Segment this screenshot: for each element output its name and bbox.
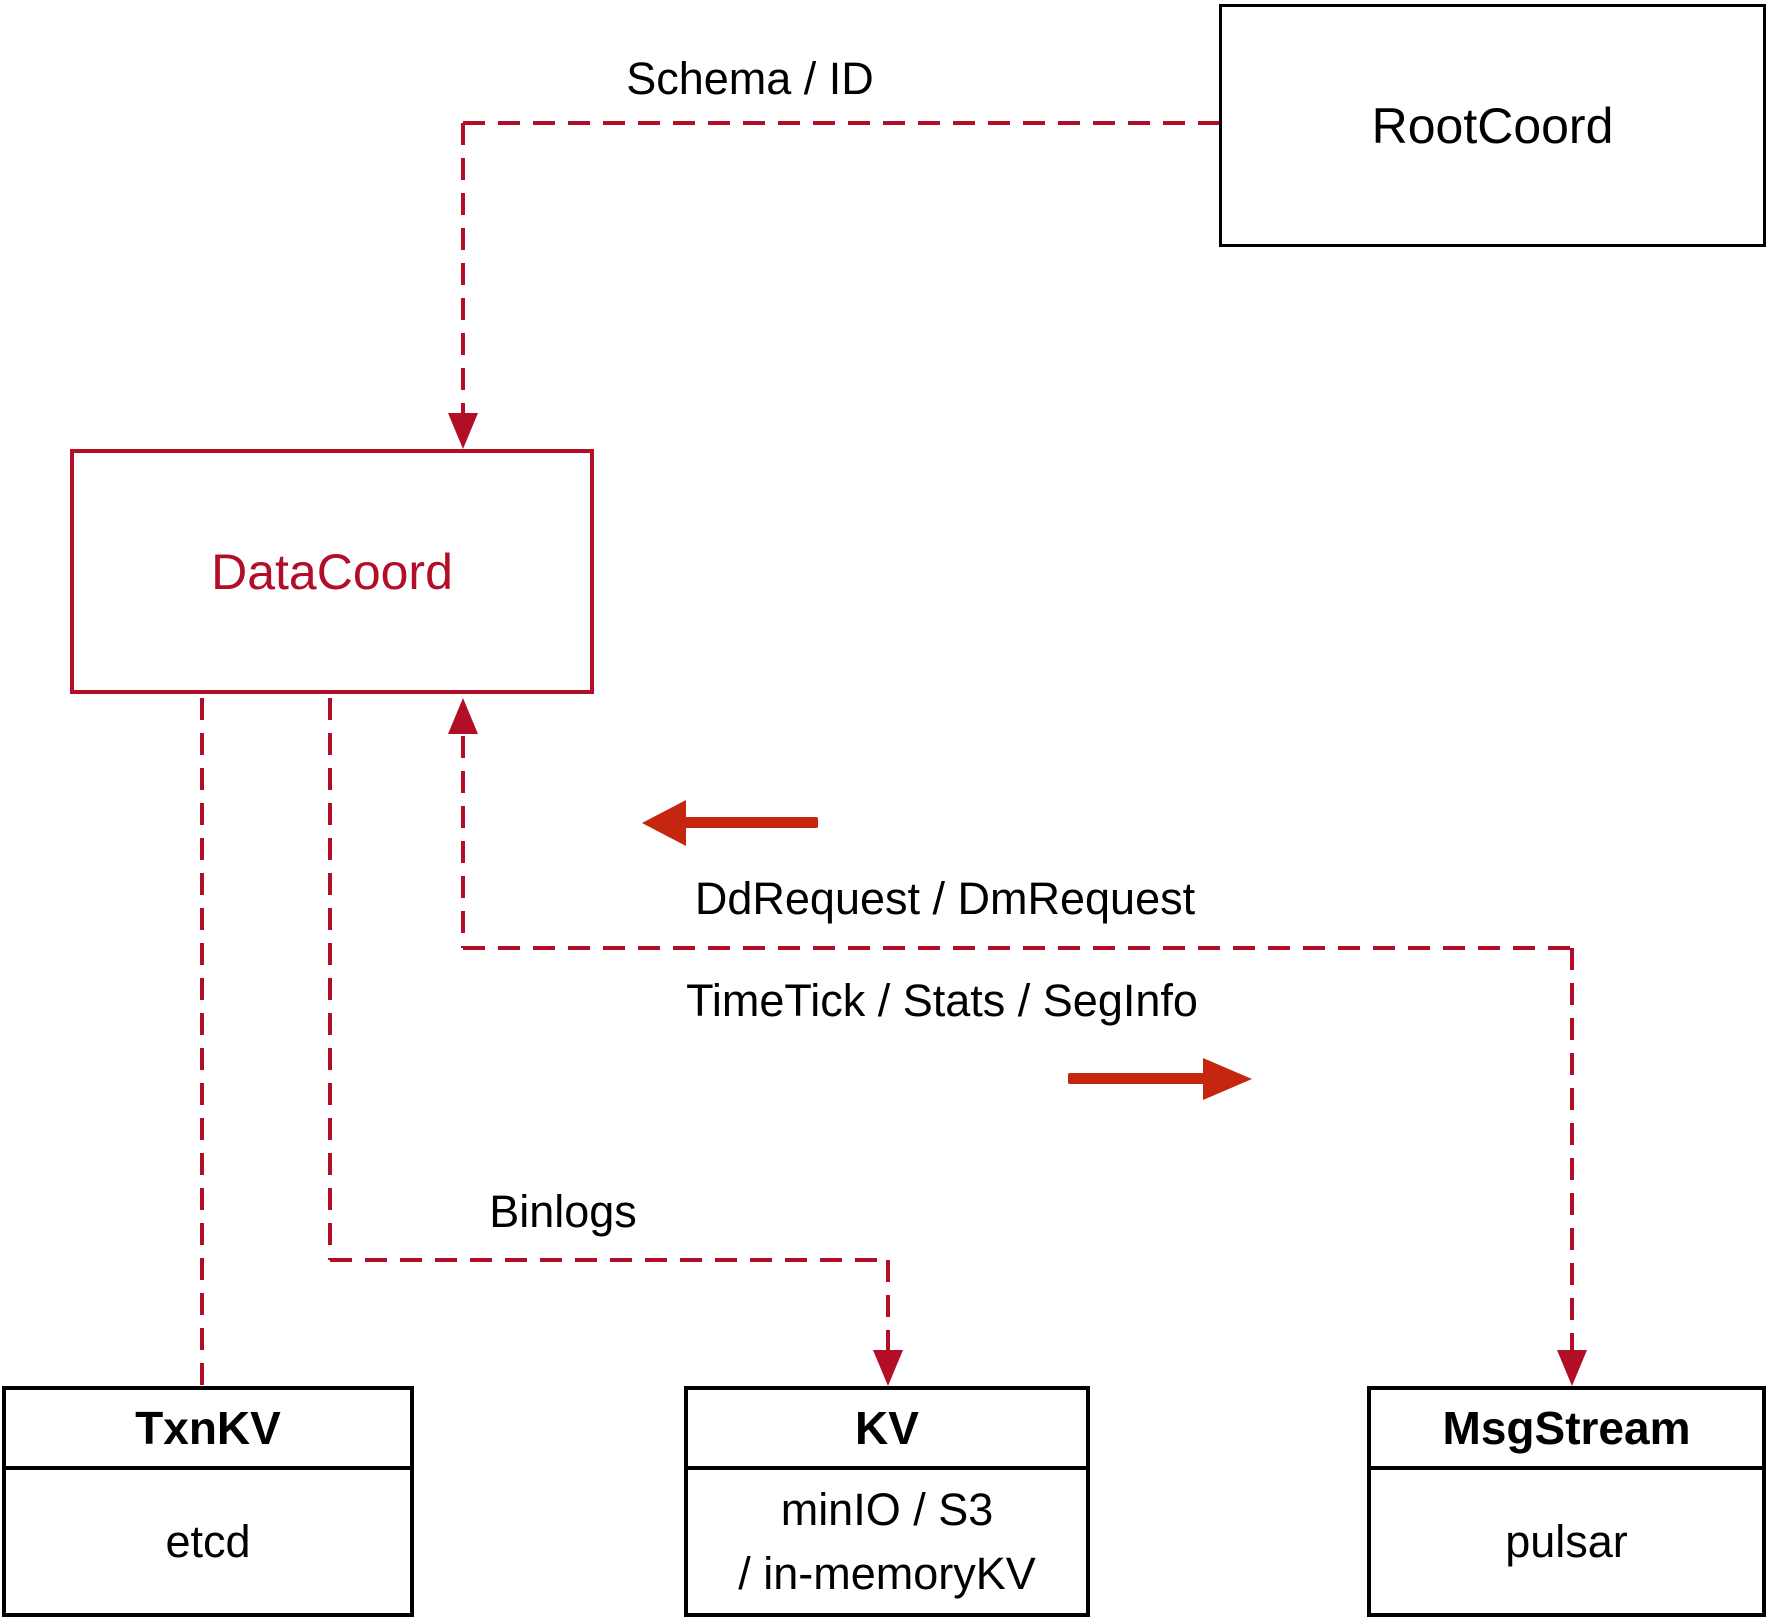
node-datacoord-label: DataCoord: [211, 543, 453, 600]
edge-txnkv-vertical-line: [200, 698, 204, 1386]
left-direction-arrow-shaft: [684, 817, 818, 828]
node-txnkv-body: etcd: [165, 1515, 251, 1567]
node-msgstream-title: MsgStream: [1371, 1390, 1762, 1470]
arrowhead-into-datacoord-top-icon: [448, 413, 478, 449]
arrowhead-into-datacoord-bottom-icon: [448, 698, 478, 734]
edge-binlogs-vertical-line: [328, 698, 332, 1260]
edge-bus-horizontal-line: [463, 946, 1572, 950]
left-direction-arrow-icon: [642, 800, 686, 846]
edge-label-binlogs: Binlogs: [489, 1186, 637, 1237]
node-kv-body-line1: minIO / S3: [780, 1483, 994, 1535]
edge-binlogs-drop-line: [886, 1260, 890, 1350]
edge-schema-vertical-line: [461, 123, 465, 415]
right-direction-arrow-shaft: [1068, 1073, 1205, 1084]
node-datacoord: DataCoord: [70, 449, 594, 694]
node-kv-body-line2: / in-memoryKV: [738, 1547, 1036, 1599]
edge-binlogs-horizontal-line: [330, 1258, 888, 1262]
node-rootcoord-label: RootCoord: [1371, 97, 1614, 154]
edge-label-schema-id: Schema / ID: [626, 53, 874, 104]
edge-bus-vertical-right-line: [1570, 948, 1574, 1350]
node-msgstream-body: pulsar: [1505, 1515, 1628, 1567]
edge-label-timetick: TimeTick / Stats / SegInfo: [686, 975, 1198, 1026]
node-kv-title: KV: [688, 1390, 1086, 1470]
right-direction-arrow-icon: [1203, 1058, 1252, 1100]
node-rootcoord: RootCoord: [1219, 4, 1766, 247]
edge-schema-horizontal-line: [463, 121, 1219, 125]
node-txnkv-title: TxnKV: [6, 1390, 410, 1470]
edge-bus-vertical-left-line: [461, 736, 465, 948]
edge-label-ddrequest: DdRequest / DmRequest: [694, 873, 1196, 924]
node-msgstream: MsgStream pulsar: [1367, 1386, 1766, 1617]
node-kv: KV minIO / S3 / in-memoryKV: [684, 1386, 1090, 1617]
arrowhead-into-kv-top-icon: [873, 1350, 903, 1386]
arrowhead-into-msgstream-top-icon: [1557, 1350, 1587, 1386]
node-txnkv: TxnKV etcd: [2, 1386, 414, 1617]
